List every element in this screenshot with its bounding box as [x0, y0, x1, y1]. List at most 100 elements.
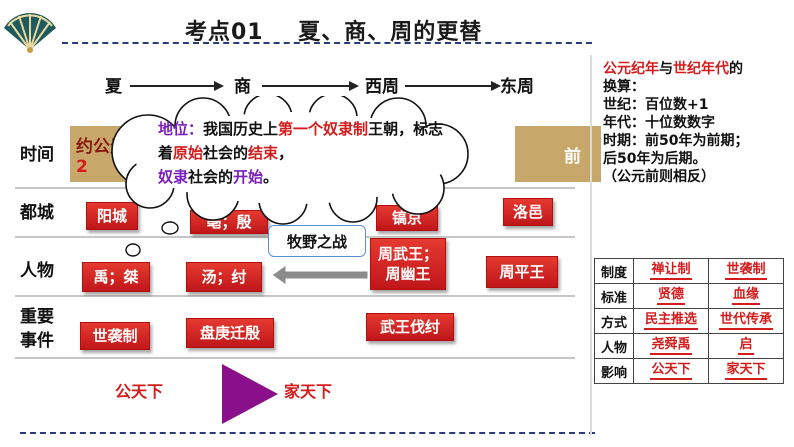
table-row: 制度 禅让制 世袭制	[594, 258, 784, 284]
cloud-label: 地位：	[158, 120, 204, 138]
cloud-highlight: 结束	[248, 144, 279, 162]
cloud-text-part: ，	[278, 144, 294, 162]
event-xizhou: 武王伐纣	[366, 313, 454, 341]
row-divider	[15, 357, 575, 359]
table-row: 标准 贤德 血缘	[594, 283, 784, 309]
table-row: 人物 尧舜禹 启	[594, 333, 784, 359]
people-shang: 汤；纣	[186, 262, 262, 292]
row-label: 影响	[594, 358, 634, 384]
row-divider	[15, 295, 575, 297]
dynasty-dongzhou: 东周	[500, 77, 534, 97]
row-label: 人物	[594, 333, 634, 359]
side-note-line3: 世纪：百位数+1	[603, 97, 709, 113]
dynasty-xizhou: 西周	[365, 77, 399, 97]
row-label-people: 人物	[20, 261, 54, 281]
capital-xia: 阳城	[86, 202, 138, 230]
cell-left: 尧舜禹	[633, 333, 709, 359]
timeline-arrow-3	[405, 85, 493, 87]
cloud-text-part: 我国历史上	[203, 120, 279, 138]
row-label: 制度	[594, 258, 634, 284]
people-dongzhou: 周平王	[486, 256, 558, 288]
side-note-line5: 时期：前50年为前期；	[603, 133, 749, 149]
comparison-table: 制度 禅让制 世袭制 标准 贤德 血缘 方式 民主推选 世代传承 人物 尧舜禹 …	[594, 258, 784, 384]
top-divider	[62, 42, 592, 44]
panel-divider	[590, 55, 592, 435]
timeline-arrow-1	[130, 85, 215, 87]
cell-text: 禅让制	[650, 262, 692, 280]
cell-right: 启	[708, 333, 784, 359]
cell-text: 民主推选	[643, 312, 698, 330]
cell-text: 家天下	[725, 362, 767, 380]
cell-text: 启	[738, 337, 754, 355]
dynasty-xia: 夏	[105, 77, 122, 97]
row-label-events-2: 事件	[20, 331, 54, 351]
cell-text: 尧舜禹	[650, 337, 692, 355]
cell-right: 世代传承	[708, 308, 784, 334]
muye-battle-callout: 牧野之战	[268, 225, 366, 257]
time-cell-xia-sub: 2	[76, 156, 88, 177]
cloud-text-part: 社会的	[188, 168, 234, 186]
row-label: 标准	[594, 283, 634, 309]
cloud-text-part: 。	[263, 168, 279, 186]
side-note-line6: 后50年为后期。	[603, 151, 707, 167]
people-xizhou-1: 周武王；	[377, 245, 438, 263]
row-label-time: 时间	[20, 145, 54, 165]
arrow-head-icon	[349, 81, 359, 91]
side-note-highlight: 公元纪年	[603, 61, 659, 77]
gong-tianxia: 公天下	[115, 382, 164, 401]
side-note-line2: 换算：	[603, 79, 645, 95]
people-xizhou: 周武王； 周幽王	[370, 238, 446, 290]
cell-left: 民主推选	[633, 308, 709, 334]
row-label-capital: 都城	[20, 203, 54, 223]
cell-left: 公天下	[633, 358, 709, 384]
cell-left: 贤德	[633, 283, 709, 309]
row-label-events-1: 重要	[20, 307, 54, 327]
cloud-highlight: 第一个	[278, 120, 324, 138]
page-title: 考点01 夏、商、周的更替	[185, 20, 483, 45]
cloud-highlight: 奴隶	[158, 168, 189, 186]
cell-text: 世袭制	[725, 262, 767, 280]
side-note: 公元纪年与世纪年代的 换算： 世纪：百位数+1 年代：十位数数字 时期：前50年…	[603, 60, 791, 186]
cell-right: 世袭制	[708, 258, 784, 284]
time-cell-zhou-text: 前	[564, 146, 581, 167]
capital-dongzhou: 洛邑	[503, 198, 553, 226]
cloud-text-part: 社会的	[203, 144, 249, 162]
side-note-line1: 公元纪年与世纪年代的	[603, 60, 791, 78]
timeline-arrow-2	[262, 85, 350, 87]
cell-right: 血缘	[708, 283, 784, 309]
thought-bubble-small-1	[161, 221, 179, 235]
cloud-text-part: 王朝，标志着	[158, 120, 444, 162]
cloud-highlight: 开始	[233, 168, 264, 186]
arrow-left-icon	[272, 264, 368, 286]
cell-right: 家天下	[708, 358, 784, 384]
people-xizhou-2: 周幽王	[385, 265, 431, 283]
row-label: 方式	[594, 308, 634, 334]
cloud-highlight: 奴隶制	[323, 120, 369, 138]
triangle-arrow-icon	[222, 364, 278, 424]
bottom-divider	[20, 432, 595, 434]
cell-text: 世代传承	[718, 312, 773, 330]
cell-text: 血缘	[731, 287, 760, 305]
side-note-text: 的	[729, 61, 743, 77]
table-row: 方式 民主推选 世代传承	[594, 308, 784, 334]
side-note-line4: 年代：十位数数字	[603, 115, 715, 131]
people-xia: 禹；桀	[82, 262, 150, 292]
jia-tianxia: 家天下	[284, 382, 333, 401]
event-shang: 盘庚迁殷	[186, 318, 274, 348]
time-cell-zhou: 前	[515, 126, 601, 182]
cell-text: 公天下	[650, 362, 692, 380]
arrow-head-icon	[491, 81, 501, 91]
side-note-text: 与	[659, 61, 673, 77]
thought-bubble-small-2	[125, 243, 141, 257]
event-xia: 世袭制	[80, 322, 150, 350]
cell-left: 禅让制	[633, 258, 709, 284]
cell-text: 贤德	[656, 287, 685, 305]
side-note-line7: （公元前则相反）	[603, 169, 715, 185]
table-row: 影响 公天下 家天下	[594, 358, 784, 384]
side-note-highlight: 世纪年代	[673, 61, 729, 77]
cloud-text: 地位：我国历史上第一个奴隶制王朝，标志着原始社会的结束， 奴隶社会的开始。	[158, 117, 458, 189]
arrow-head-icon	[214, 81, 224, 91]
dynasty-shang: 商	[234, 77, 251, 97]
cloud-highlight: 原始	[173, 144, 204, 162]
thought-cloud	[111, 96, 469, 225]
